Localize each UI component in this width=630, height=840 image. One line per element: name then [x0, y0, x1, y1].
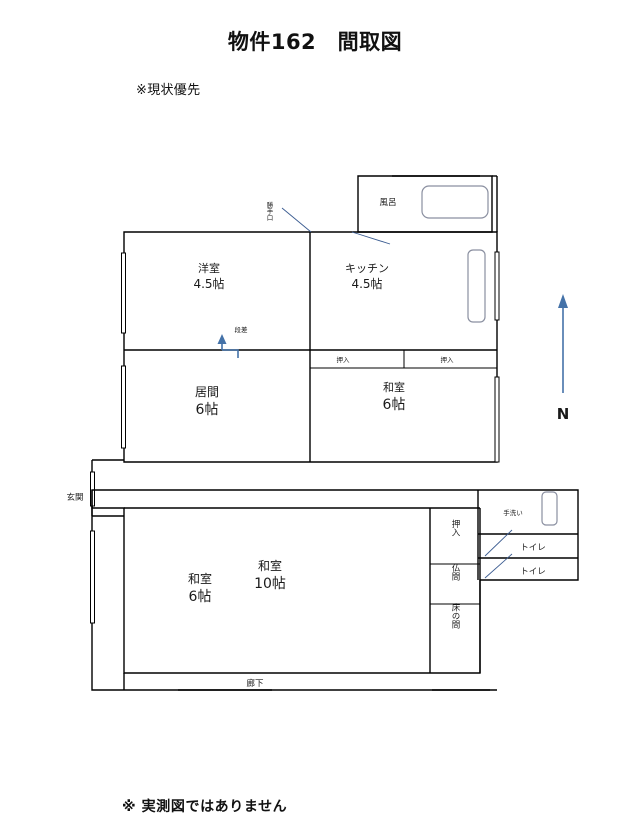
svg-text:床の間: 床の間	[450, 603, 460, 630]
room-toilet-1: トイレ	[484, 529, 546, 557]
toilet-1-label: トイレ	[520, 543, 546, 553]
step-text: 段差	[235, 325, 249, 334]
label-corridor: 廊下	[246, 678, 264, 689]
label-closet-side: 押入	[450, 519, 460, 537]
room-label-washitsu-6: 和室	[383, 380, 405, 394]
room-western: 洋室 4.5帖	[193, 261, 224, 291]
window-right-washitsu	[494, 376, 500, 463]
back-door-text: 勝手口	[265, 200, 273, 221]
notice-bottom: ※ 実測図ではありません	[122, 799, 288, 815]
notice-top: ※現状優先	[136, 83, 201, 98]
page-title: 物件162 間取図	[227, 30, 403, 54]
upper-block-walls	[123, 175, 498, 463]
toilet-2-label: トイレ	[520, 567, 546, 577]
label-back-door: 勝手口	[265, 200, 312, 233]
room-washitsu-6: 和室 6帖	[383, 380, 406, 413]
room-label-kitchen: キッチン	[345, 262, 389, 275]
room-size-living: 6帖	[196, 402, 219, 418]
kitchen-counter-fixture	[467, 249, 486, 323]
bathtub-fixture	[421, 185, 489, 219]
room-washitsu-6b: 和室 6帖	[188, 571, 212, 605]
window-left-upper	[121, 252, 126, 334]
label-butsuma: 仏間	[450, 564, 460, 582]
svg-text:押入: 押入	[450, 519, 460, 537]
label-tokonoma: 床の間	[450, 603, 460, 630]
room-living: 居間 6帖	[195, 385, 219, 418]
label-entrance: 玄関	[66, 492, 83, 503]
lower-block-walls	[91, 489, 579, 691]
room-size-washitsu-6b: 6帖	[189, 589, 212, 605]
window-left-lower-block	[90, 530, 95, 624]
room-size-washitsu-6: 6帖	[383, 397, 406, 413]
room-washitsu-10: 和室 10帖	[254, 558, 286, 592]
room-bath: 風呂	[357, 175, 493, 233]
compass-label: N	[557, 405, 570, 423]
room-size-western: 4.5帖	[193, 276, 224, 291]
entrance-area: 玄関	[66, 459, 124, 517]
annotation-step: 段差	[217, 325, 249, 358]
label-hand-wash: 手洗い	[503, 508, 523, 517]
svg-text:仏間: 仏間	[450, 564, 460, 582]
room-size-kitchen: 4.5帖	[351, 276, 382, 291]
label-closet-upper-left: 押入	[337, 355, 351, 364]
room-label-living: 居間	[195, 385, 219, 399]
room-size-washitsu-10: 10帖	[254, 576, 286, 592]
room-label-bath: 風呂	[379, 198, 396, 208]
room-kitchen: キッチン 4.5帖	[345, 262, 389, 291]
compass-north: N	[557, 294, 570, 423]
kitchen-door-line	[351, 231, 391, 245]
room-label-washitsu-10: 和室	[258, 558, 282, 573]
room-label-washitsu-6b: 和室	[188, 571, 212, 586]
room-toilet-2: トイレ	[484, 553, 546, 579]
room-label-western: 洋室	[198, 261, 220, 275]
window-left-lower	[121, 365, 126, 449]
window-right-kitchen	[494, 251, 500, 321]
label-closet-upper-right: 押入	[441, 355, 455, 364]
sink-fixture	[541, 491, 558, 526]
